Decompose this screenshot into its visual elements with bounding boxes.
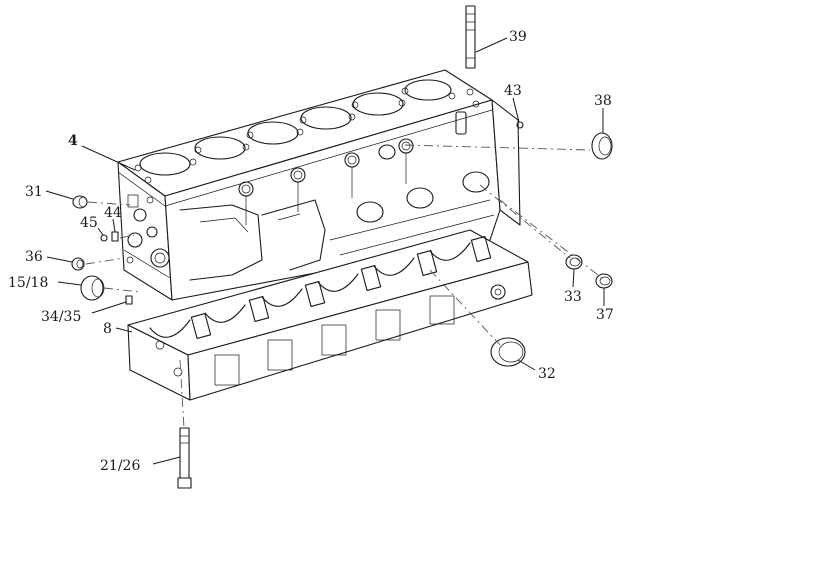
callout-31: 31 — [25, 184, 43, 200]
callout-43: 43 — [504, 83, 522, 99]
deck-holes — [134, 87, 480, 184]
callout-8: 8 — [103, 321, 112, 337]
callout-37: 37 — [596, 307, 614, 323]
bearing-ladder — [127, 229, 533, 401]
part-21-26-bolt — [177, 427, 192, 489]
part-38-plug — [591, 132, 613, 160]
callout-34-35: 34/35 — [41, 309, 81, 325]
part-36-plug — [71, 257, 85, 271]
ladder-ribs — [155, 284, 506, 386]
callout-44: 44 — [104, 205, 122, 221]
callout-32: 32 — [538, 366, 556, 382]
callout-labels: 39 43 38 4 31 45 44 36 15/18 34/35 8 33 … — [8, 29, 614, 474]
callout-33: 33 — [564, 289, 582, 305]
callout-21-26: 21/26 — [100, 458, 140, 474]
part-32-plug — [490, 337, 526, 367]
callout-4: 4 — [68, 133, 78, 149]
part-34-35-fitting — [125, 295, 133, 305]
part-15-18-bushing — [80, 275, 105, 301]
cylinder-bores — [139, 79, 452, 176]
bearing-saddles — [149, 236, 492, 339]
part-37-plug — [595, 273, 613, 289]
callout-38: 38 — [594, 93, 612, 109]
leader-lines — [45, 37, 605, 465]
callout-36: 36 — [25, 249, 43, 265]
callout-39: 39 — [509, 29, 527, 45]
part-33-plug — [565, 254, 583, 270]
part-45-pin — [100, 234, 108, 242]
callout-15-18: 15/18 — [8, 275, 48, 291]
callout-45: 45 — [80, 215, 98, 231]
side-ports — [238, 111, 490, 225]
front-face-details — [123, 194, 171, 279]
part-44-screw — [111, 231, 119, 242]
part-31-plug — [72, 195, 88, 209]
part-39-stud — [465, 5, 476, 69]
assembly-centerlines — [85, 144, 603, 429]
block-skirt — [179, 199, 495, 281]
